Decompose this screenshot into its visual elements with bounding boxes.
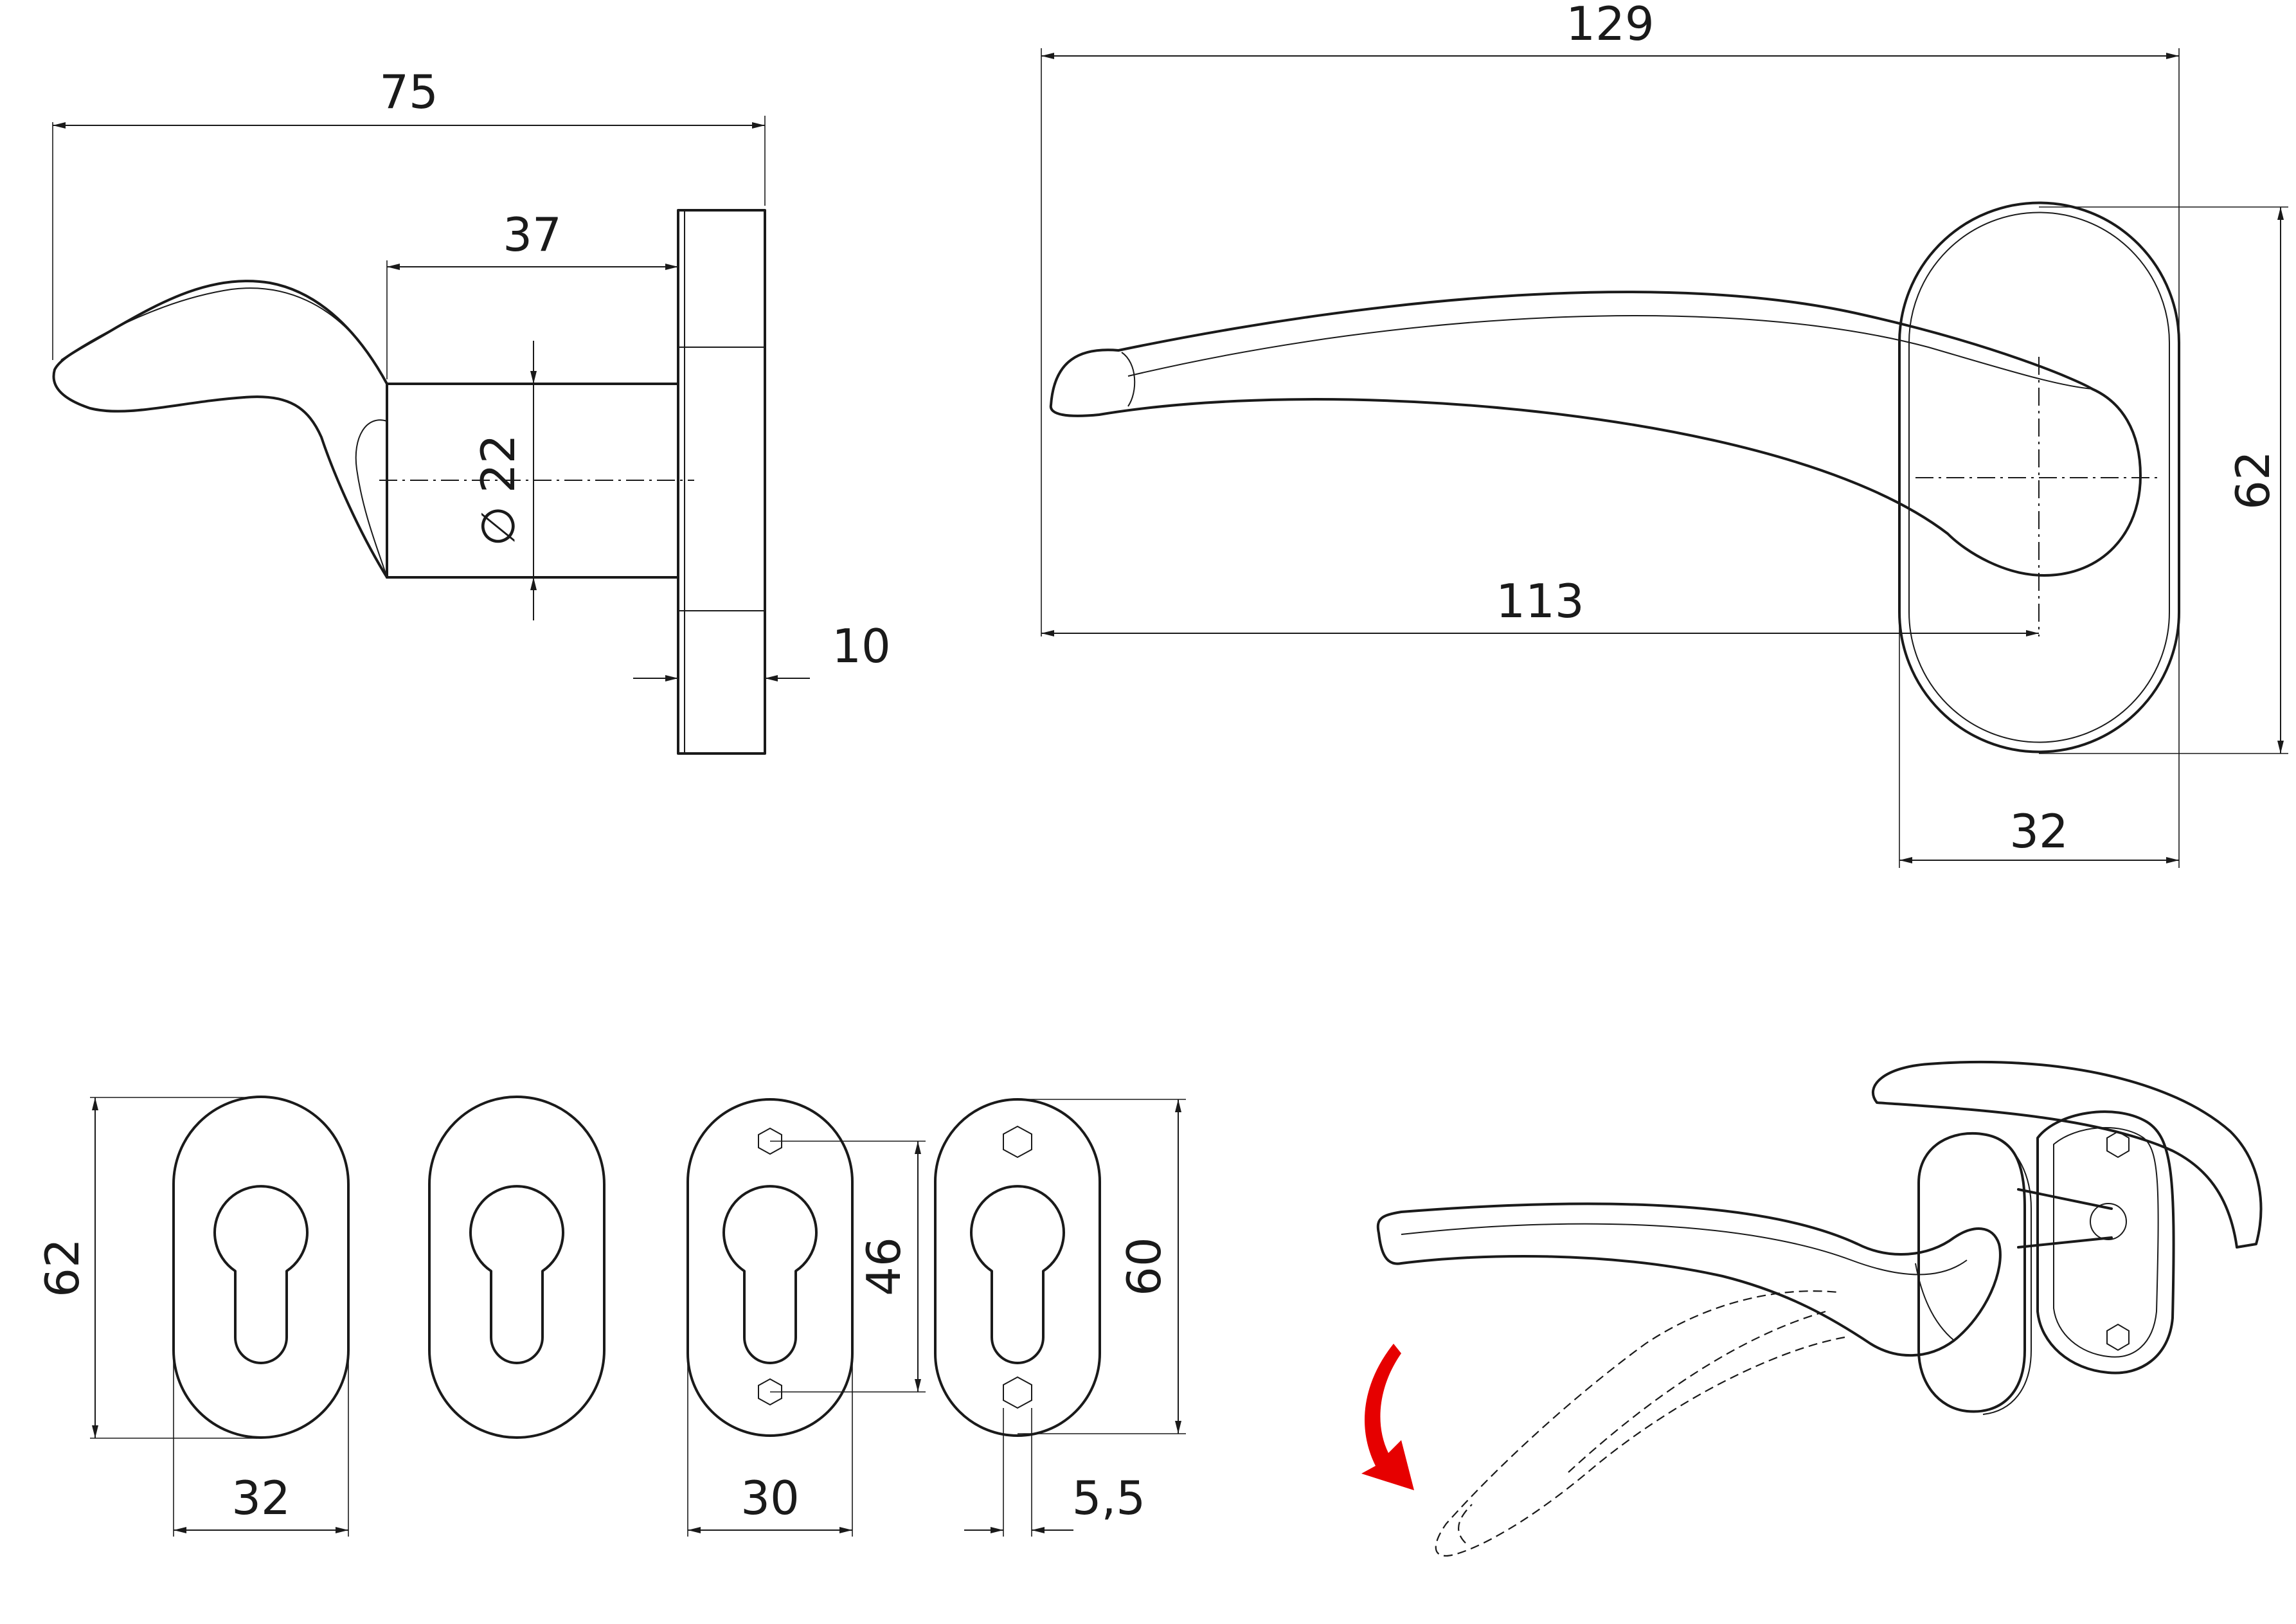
escutcheon-dim-height: 62: [35, 1238, 89, 1297]
escutcheon-dim-screw-spacing: 46: [857, 1237, 911, 1296]
escutcheon-4: 60 5,5: [934, 1098, 1186, 1537]
side-dim-total-length: 75: [379, 65, 438, 119]
escutcheon-dim-plate-width: 30: [740, 1471, 800, 1525]
escutcheon-1: 62 32: [35, 1096, 350, 1537]
iso-lever: [1376, 1202, 2002, 1357]
escutcheon-dim-hex-size: 5,5: [1072, 1471, 1146, 1525]
side-dim-neck-diameter: 22: [471, 434, 525, 493]
front-dim-lever-to-axis: 113: [1496, 574, 1584, 628]
front-lever: [1049, 291, 2142, 577]
side-view: 75 37 ∅ 22 10: [52, 65, 891, 755]
side-rose-plate: [677, 209, 766, 755]
side-dim-diameter-symbol: ∅: [471, 506, 525, 546]
isometric-view: [1361, 1060, 2263, 1557]
hex-screw-icon: [758, 1127, 782, 1155]
escutcheon-2: [428, 1096, 605, 1439]
hex-nut-icon: [1003, 1125, 1032, 1159]
side-dim-rose-thickness: 10: [832, 619, 891, 673]
iso-lever-rotated-ghost: [1435, 1290, 1845, 1557]
escutcheon-dim-width: 32: [231, 1471, 291, 1525]
keyhole: [469, 1185, 564, 1364]
keyhole: [213, 1185, 309, 1364]
escutcheon-3: 46 30: [686, 1098, 926, 1537]
hex-nut-icon: [1003, 1376, 1032, 1409]
side-dim-neck-length: 37: [503, 208, 562, 262]
escutcheon-dim-plate-height: 60: [1117, 1237, 1171, 1296]
front-rose-oval: [1898, 201, 2180, 753]
front-view: 129 113 62 32: [1041, 0, 2288, 868]
hex-screw-icon: [758, 1378, 782, 1406]
hex-nut-icon: [2106, 1323, 2130, 1351]
front-dim-total-length: 129: [1566, 0, 1654, 51]
front-dim-rose-height: 62: [2226, 451, 2280, 510]
keyhole: [722, 1185, 818, 1364]
side-lever-profile: [52, 280, 388, 579]
hex-nut-icon: [2106, 1130, 2130, 1159]
curved-arrow-down-icon: [1361, 1344, 1414, 1490]
keyhole: [970, 1185, 1065, 1364]
front-dim-rose-width: 32: [2009, 804, 2068, 858]
